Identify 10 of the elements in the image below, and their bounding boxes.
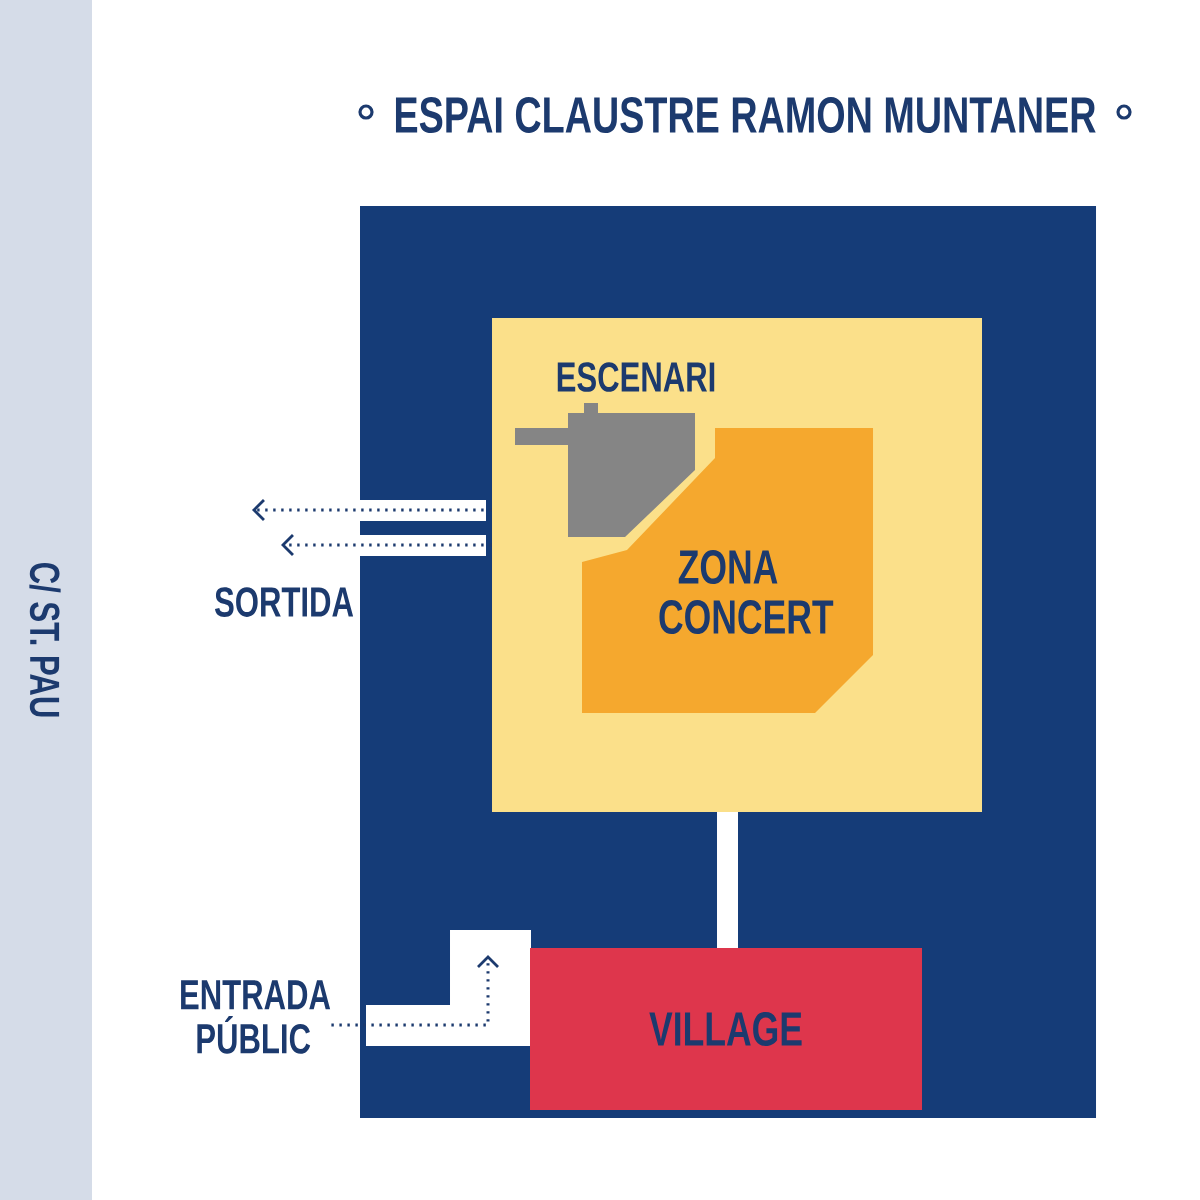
dotted-arrow [281, 534, 492, 556]
entrance-label: ENTRADA PÚBLIC [181, 980, 331, 1054]
village-area: VILLAGE [530, 948, 922, 1110]
dotted-arrow [331, 955, 499, 1027]
street-label: C/ ST. PAU [29, 563, 61, 717]
title: ESPAI CLAUSTRE RAMON MUNTANER [396, 96, 1096, 134]
node-label: ESCENARI [557, 362, 715, 392]
exit-label: SORTIDA [215, 587, 354, 617]
concert-zone: ZONA CONCERT [582, 428, 873, 713]
dotted-arrow [252, 499, 492, 521]
